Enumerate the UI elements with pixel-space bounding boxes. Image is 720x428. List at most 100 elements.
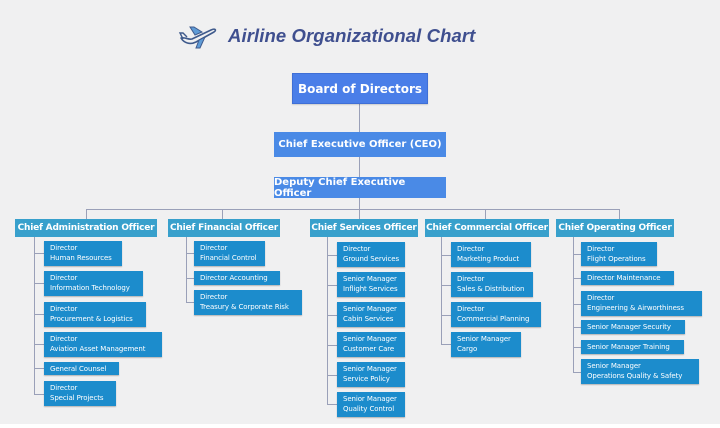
report-node[interactable]: General Counsel [44, 362, 119, 375]
connector [441, 285, 451, 286]
connector [34, 394, 44, 395]
report-node[interactable]: Director Commercial Planning [451, 302, 541, 327]
report-dept: Procurement & Logistics [50, 315, 133, 323]
report-role: Director [457, 245, 485, 253]
connector [327, 237, 328, 405]
report-node[interactable]: Senior Manager Security [581, 320, 685, 334]
report-node[interactable]: Director Procurement & Logistics [44, 302, 146, 327]
report-role: Director [587, 245, 615, 253]
report-node[interactable]: Director Flight Operations [581, 242, 657, 266]
connector [573, 372, 581, 373]
report-role: Senior Manager Training [587, 343, 670, 351]
connector [86, 209, 620, 210]
report-node[interactable]: Senior Manager Quality Control [337, 392, 405, 417]
report-node[interactable]: Director Financial Control [194, 241, 265, 266]
node-label: Chief Financial Officer [170, 223, 278, 233]
report-role: Director [343, 245, 371, 253]
report-node[interactable]: Director Ground Services [337, 242, 405, 267]
report-node[interactable]: Director Human Resources [44, 241, 122, 266]
report-role: Senior Manager [343, 365, 397, 373]
report-dept: Treasury & Corporate Risk [200, 303, 289, 311]
report-role: Senior Manager [343, 395, 397, 403]
report-node[interactable]: Director Treasury & Corporate Risk [194, 290, 302, 315]
chief-administration-officer-node[interactable]: Chief Administration Officer [15, 219, 157, 237]
report-role: Director [50, 305, 78, 313]
connector [186, 278, 194, 279]
report-dept: Inflight Services [343, 285, 398, 293]
report-role: General Counsel [50, 364, 107, 373]
node-label: Chief Operating Officer [558, 223, 672, 233]
report-node[interactable]: Director Marketing Product [451, 242, 531, 267]
connector [573, 347, 581, 348]
chief-commercial-officer-node[interactable]: Chief Commercial Officer [425, 219, 549, 237]
report-dept: Financial Control [200, 254, 257, 262]
node-label: Board of Directors [297, 81, 423, 96]
report-dept: Special Projects [50, 394, 104, 402]
connector [327, 255, 337, 256]
connector [441, 344, 451, 345]
report-node[interactable]: Senior Manager Cargo [451, 332, 521, 357]
report-dept: Flight Operations [587, 255, 646, 263]
report-node[interactable]: Senior Manager Cabin Services [337, 302, 405, 327]
report-node[interactable]: Senior Manager Customer Care [337, 332, 405, 357]
report-node[interactable]: Director Accounting [194, 271, 280, 285]
chief-operating-officer-node[interactable]: Chief Operating Officer [556, 219, 674, 237]
node-label: Chief Executive Officer (CEO) [278, 139, 442, 150]
report-role: Director Accounting [200, 274, 268, 282]
connector [34, 283, 44, 284]
connector [359, 157, 360, 177]
connector [573, 304, 581, 305]
report-role: Senior Manager Security [587, 323, 671, 331]
report-dept: Operations Quality & Safety [587, 372, 683, 380]
report-node[interactable]: Director Information Technology [44, 271, 143, 296]
report-role: Director [50, 384, 78, 392]
chart-title: Airline Organizational Chart [228, 25, 476, 46]
connector [34, 237, 35, 395]
report-node[interactable]: Senior Manager Service Policy [337, 362, 405, 387]
report-dept: Cabin Services [343, 315, 394, 323]
board-of-directors-node[interactable]: Board of Directors [292, 73, 428, 104]
connector [441, 315, 451, 316]
report-node[interactable]: Director Sales & Distribution [451, 272, 533, 297]
report-node[interactable]: Director Maintenance [581, 271, 674, 285]
report-node[interactable]: Director Aviation Asset Management [44, 332, 162, 357]
connector [222, 209, 223, 219]
deputy-ceo-node[interactable]: Deputy Chief Executive Officer [274, 177, 446, 199]
node-label: Chief Administration Officer [17, 223, 155, 233]
connector [34, 253, 44, 254]
report-role: Director [50, 274, 78, 282]
connector [34, 314, 44, 315]
connector [441, 237, 442, 345]
ceo-node[interactable]: Chief Executive Officer (CEO) [274, 132, 446, 157]
connector [86, 209, 87, 219]
report-node[interactable]: Director Engineering & Airworthiness [581, 291, 702, 316]
report-node[interactable]: Senior Manager Training [581, 340, 684, 354]
report-role: Director [50, 335, 78, 343]
report-node[interactable]: Senior Manager Inflight Services [337, 272, 405, 297]
report-role: Director [200, 244, 228, 252]
report-role: Senior Manager [457, 335, 511, 343]
report-role: Director [457, 275, 485, 283]
report-node[interactable]: Director Special Projects [44, 381, 116, 406]
connector [186, 253, 194, 254]
report-node[interactable]: Senior Manager Operations Quality & Safe… [581, 359, 699, 384]
report-role: Director [587, 294, 615, 302]
report-role: Senior Manager [343, 335, 397, 343]
connector [573, 327, 581, 328]
connector [327, 345, 337, 346]
report-role: Senior Manager [587, 362, 641, 370]
report-dept: Information Technology [50, 284, 130, 292]
chief-services-officer-node[interactable]: Chief Services Officer [310, 219, 418, 237]
chief-financial-officer-node[interactable]: Chief Financial Officer [168, 219, 280, 237]
report-role: Director [200, 293, 228, 301]
report-role: Director [457, 305, 485, 313]
report-dept: Engineering & Airworthiness [587, 304, 684, 312]
connector [359, 198, 360, 209]
connector [34, 344, 44, 345]
report-dept: Quality Control [343, 405, 395, 413]
connector [327, 375, 337, 376]
connector [485, 209, 486, 219]
connector [441, 255, 451, 256]
report-dept: Human Resources [50, 254, 112, 262]
report-role: Director Maintenance [587, 274, 661, 282]
